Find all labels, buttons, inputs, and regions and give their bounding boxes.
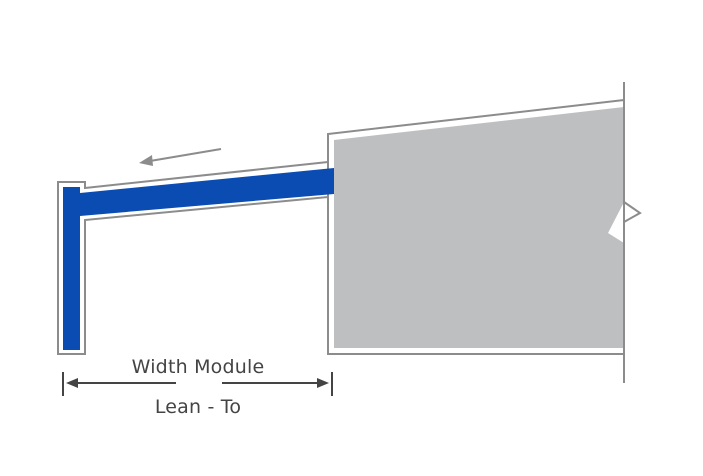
- slope-arrow-shaft: [149, 148, 222, 162]
- width-module-label: Width Module: [127, 356, 269, 378]
- main-building: [327, 82, 642, 383]
- lean-to: [57, 161, 334, 355]
- dimension-arrow-left: [66, 378, 78, 388]
- lean-to-caption: Lean - To: [154, 396, 242, 418]
- lean-to-frame: [63, 168, 334, 350]
- break-symbol: [623, 201, 642, 223]
- slope-arrow-head: [139, 155, 153, 166]
- lean-to-outline: [57, 161, 329, 355]
- slope-arrow: [139, 148, 222, 166]
- dimension-line: [62, 372, 333, 396]
- main-building-body: [334, 107, 624, 348]
- dimension-arrow-right: [317, 378, 329, 388]
